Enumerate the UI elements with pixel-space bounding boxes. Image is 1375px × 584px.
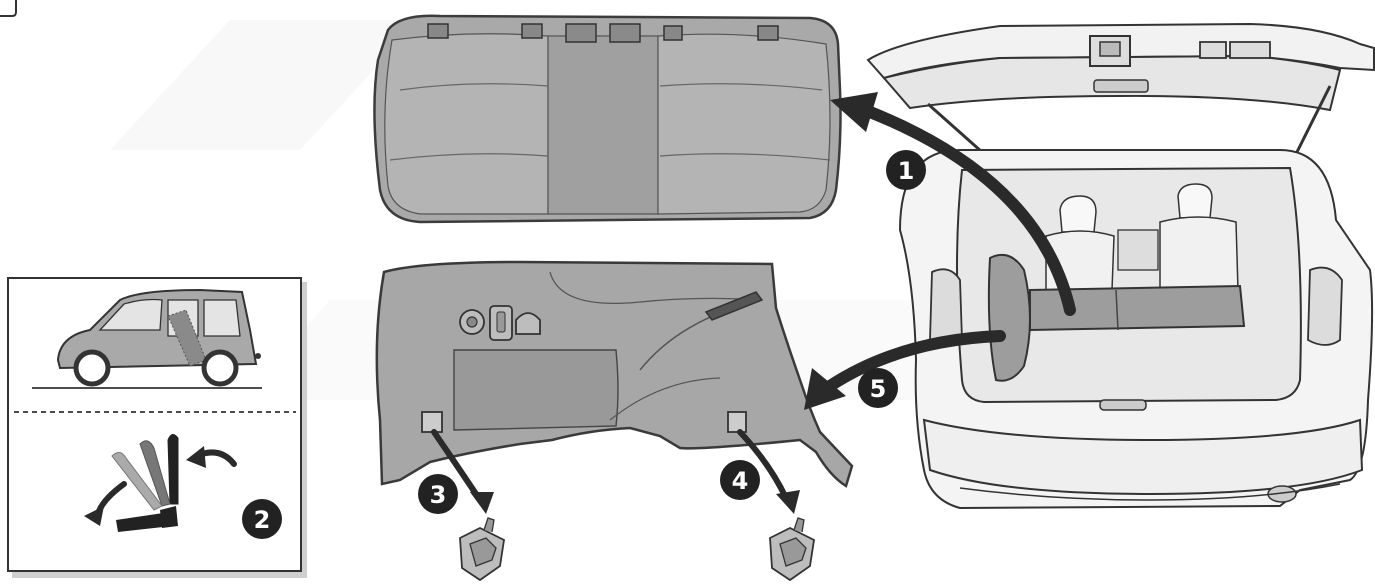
trim-clip-icon: [769, 517, 815, 582]
step-badge-5: 5: [858, 368, 898, 408]
rear-seat-cushion-icon: [373, 14, 842, 224]
arrow-step-5: [804, 330, 1006, 410]
arrow-step-1: [830, 92, 1076, 316]
car-interior-icon: [866, 22, 1375, 510]
arrow-step-4: [737, 429, 800, 514]
svg-text:4: 4: [732, 467, 749, 495]
step-badge-2: 2: [242, 499, 282, 539]
svg-text:1: 1: [898, 157, 915, 185]
vehicle-side-icon: [56, 288, 261, 387]
quarter-trim-panel-icon: [375, 260, 854, 488]
step-badge-1: 1: [886, 150, 926, 190]
svg-text:5: 5: [870, 375, 887, 403]
step-badge-3: 3: [418, 474, 458, 514]
step-badge-4: 4: [720, 460, 760, 500]
svg-text:3: 3: [430, 481, 447, 509]
arrow-step-3: [431, 429, 494, 514]
fold-seat-icon: [84, 434, 237, 532]
svg-text:2: 2: [254, 506, 271, 534]
trim-clip-icon: [459, 517, 505, 582]
frame-corner: [0, 0, 17, 17]
